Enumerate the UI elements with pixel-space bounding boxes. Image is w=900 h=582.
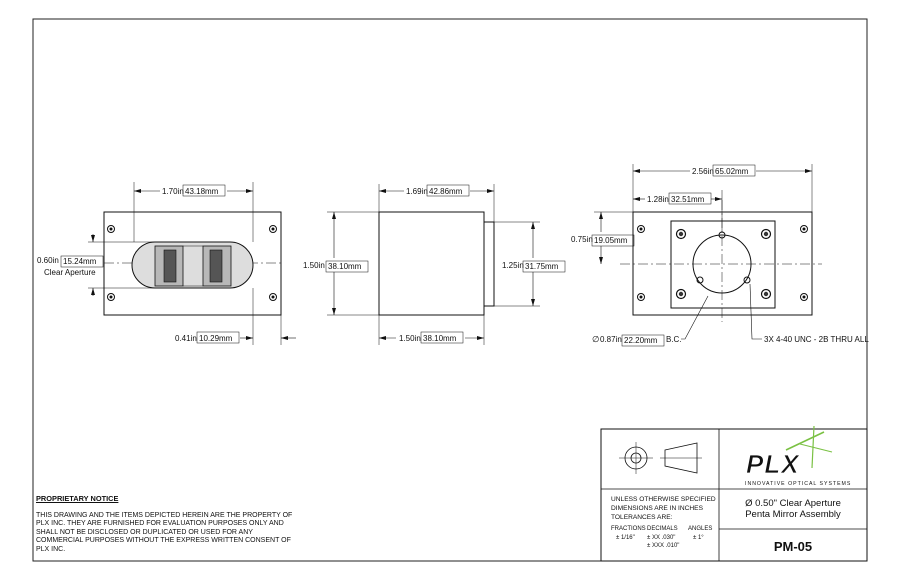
proprietary-notice: PROPRIETARY NOTICE THIS DRAWING AND THE …: [36, 494, 298, 555]
side-depth-mm: 38.10mm: [423, 334, 457, 343]
bolt-circle-suffix: B.C.: [666, 335, 682, 344]
front-width-in: 1.70in: [162, 187, 184, 196]
projection-symbol-icon: [619, 442, 702, 474]
thread-note: 3X 4-40 UNC - 2B THRU ALL: [764, 335, 869, 344]
side-width-mm: 42.86mm: [429, 187, 463, 196]
front-screw: [107, 225, 115, 233]
plx-logo: PLX INNOVATIVE OPTICAL SYSTEMS: [745, 425, 851, 487]
rear-plate: [670, 220, 776, 309]
notice-body: THIS DRAWING AND THE ITEMS DEPICTED HERE…: [36, 511, 293, 553]
rear-body-screw: [637, 225, 645, 233]
front-offset-mm: 10.29mm: [199, 334, 233, 343]
title-block: PLX INNOVATIVE OPTICAL SYSTEMS UNLESS OT…: [600, 425, 868, 562]
side-view: 1.69in 42.86mm 1.50in 38.10mm 1.25in 31.…: [303, 184, 566, 345]
bolt-circle-in: 0.87in: [600, 335, 622, 344]
angles-value: ± 1°: [693, 535, 704, 541]
sheet-border: [32, 18, 868, 562]
rear-width-in: 2.56in: [692, 167, 714, 176]
rear-center-mm: 32.51mm: [671, 195, 705, 204]
side-height-mm: 38.10mm: [328, 262, 362, 271]
rear-plate-screw: [760, 288, 772, 300]
side-inner-height-in: 1.25in: [502, 261, 524, 270]
rear-body-screw: [800, 225, 808, 233]
fractions-label: FRACTIONS: [611, 526, 646, 532]
description-line-1: Ø 0.50" Clear Aperture: [745, 498, 841, 509]
decimals-xxx: ± XXX .010": [647, 543, 679, 549]
aperture-height-mm: 15.24mm: [63, 257, 97, 266]
bolt-circle-symbol: ∅: [592, 334, 600, 344]
side-depth-in: 1.50in: [399, 334, 421, 343]
decimals-label: DECIMALS: [647, 526, 678, 532]
front-screw: [107, 293, 115, 301]
logo-tagline: INNOVATIVE OPTICAL SYSTEMS: [745, 481, 851, 487]
rear-center-in: 1.28in: [647, 195, 669, 204]
front-screw: [269, 293, 277, 301]
tolerance-line-1: UNLESS OTHERWISE SPECIFIED: [611, 496, 716, 503]
side-inner-height-mm: 31.75mm: [525, 262, 559, 271]
notice-title: PROPRIETARY NOTICE: [36, 494, 119, 503]
aperture-height-in: 0.60in: [37, 256, 59, 265]
rear-body: [632, 211, 813, 316]
tolerance-line-3: TOLERANCES ARE:: [611, 514, 673, 521]
front-width-mm: 43.18mm: [185, 187, 219, 196]
rear-height-mm: 19.05mm: [594, 236, 628, 245]
aperture-slot: [131, 241, 254, 289]
decimals-xx: ± XX .030": [647, 535, 675, 541]
description-line-2: Penta Mirror Assembly: [745, 509, 841, 520]
side-body: [378, 211, 485, 316]
rear-width-mm: 65.02mm: [715, 167, 749, 176]
front-body: [103, 211, 282, 316]
rear-height-in: 0.75in: [571, 235, 593, 244]
side-flange: [483, 221, 495, 307]
front-offset-in: 0.41in: [175, 334, 197, 343]
bolt-circle-mm: 22.20mm: [624, 336, 658, 345]
front-screw: [269, 225, 277, 233]
rear-plate-screw: [675, 288, 687, 300]
fractions-value: ± 1/16": [616, 535, 635, 541]
rear-aperture: [692, 234, 752, 294]
rear-body-screw: [637, 293, 645, 301]
bolt-circle-leader: [681, 295, 709, 340]
side-height-in: 1.50in: [303, 261, 325, 270]
tolerance-line-2: DIMENSIONS ARE IN INCHES: [611, 505, 704, 512]
rear-plate-screw: [675, 228, 687, 240]
angles-label: ANGLES: [688, 526, 712, 532]
thread-leader: [749, 283, 762, 340]
logo-text: PLX: [746, 449, 800, 479]
side-width-in: 1.69in: [406, 187, 428, 196]
rear-plate-screw: [760, 228, 772, 240]
rear-body-screw: [800, 293, 808, 301]
aperture-label: Clear Aperture: [44, 268, 96, 277]
front-view: 1.70in 43.18mm 0.60in 15.24mm Clear Aper…: [37, 182, 296, 345]
part-number: PM-05: [774, 539, 812, 554]
rear-view: 2.56in 65.02mm 1.28in 32.51mm 0.75in 19.…: [571, 164, 869, 347]
